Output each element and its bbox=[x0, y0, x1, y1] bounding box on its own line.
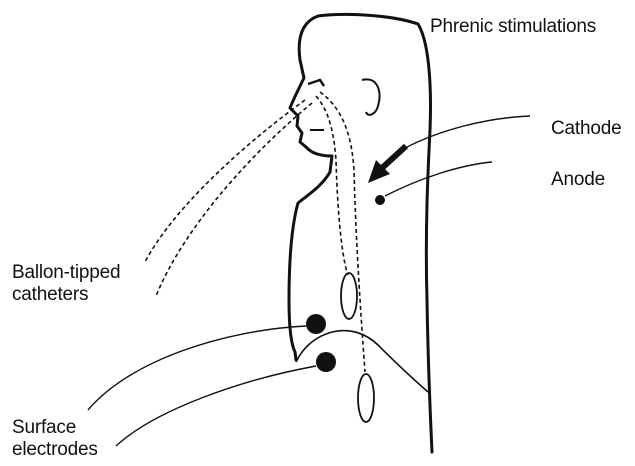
ballon-label-line-2: catheters bbox=[12, 284, 120, 306]
surface-electrode-lower bbox=[316, 352, 336, 372]
anode-label: Anode bbox=[551, 169, 605, 191]
surface-electrode-wire-upper bbox=[88, 326, 306, 410]
anode-wire bbox=[385, 162, 492, 196]
surface-electrodes-label: Surface electrodes bbox=[12, 417, 98, 461]
esophageal-balloon bbox=[341, 273, 357, 319]
cathode-arrow-shaft bbox=[382, 146, 406, 168]
phrenic-stimulations-label: Phrenic stimulations bbox=[430, 16, 596, 38]
cathode-label: Cathode bbox=[551, 118, 621, 140]
gastric-balloon bbox=[358, 374, 374, 422]
body-outline bbox=[289, 14, 432, 452]
catheter-external-1 bbox=[145, 100, 305, 262]
ear bbox=[362, 79, 379, 115]
catheters bbox=[145, 92, 365, 372]
surface-label-line-1: Surface bbox=[12, 417, 98, 439]
cathode-wire bbox=[405, 116, 530, 148]
anode-electrode bbox=[375, 195, 385, 205]
surface-label-line-2: electrodes bbox=[12, 439, 98, 461]
ballon-label-line-1: Ballon-tipped bbox=[12, 262, 120, 284]
ballon-tipped-catheters-label: Ballon-tipped catheters bbox=[12, 262, 120, 306]
diaphragm bbox=[296, 331, 428, 392]
eye bbox=[308, 80, 324, 86]
surface-electrode-upper bbox=[306, 314, 326, 334]
surface-electrode-wire-lower bbox=[116, 366, 316, 446]
